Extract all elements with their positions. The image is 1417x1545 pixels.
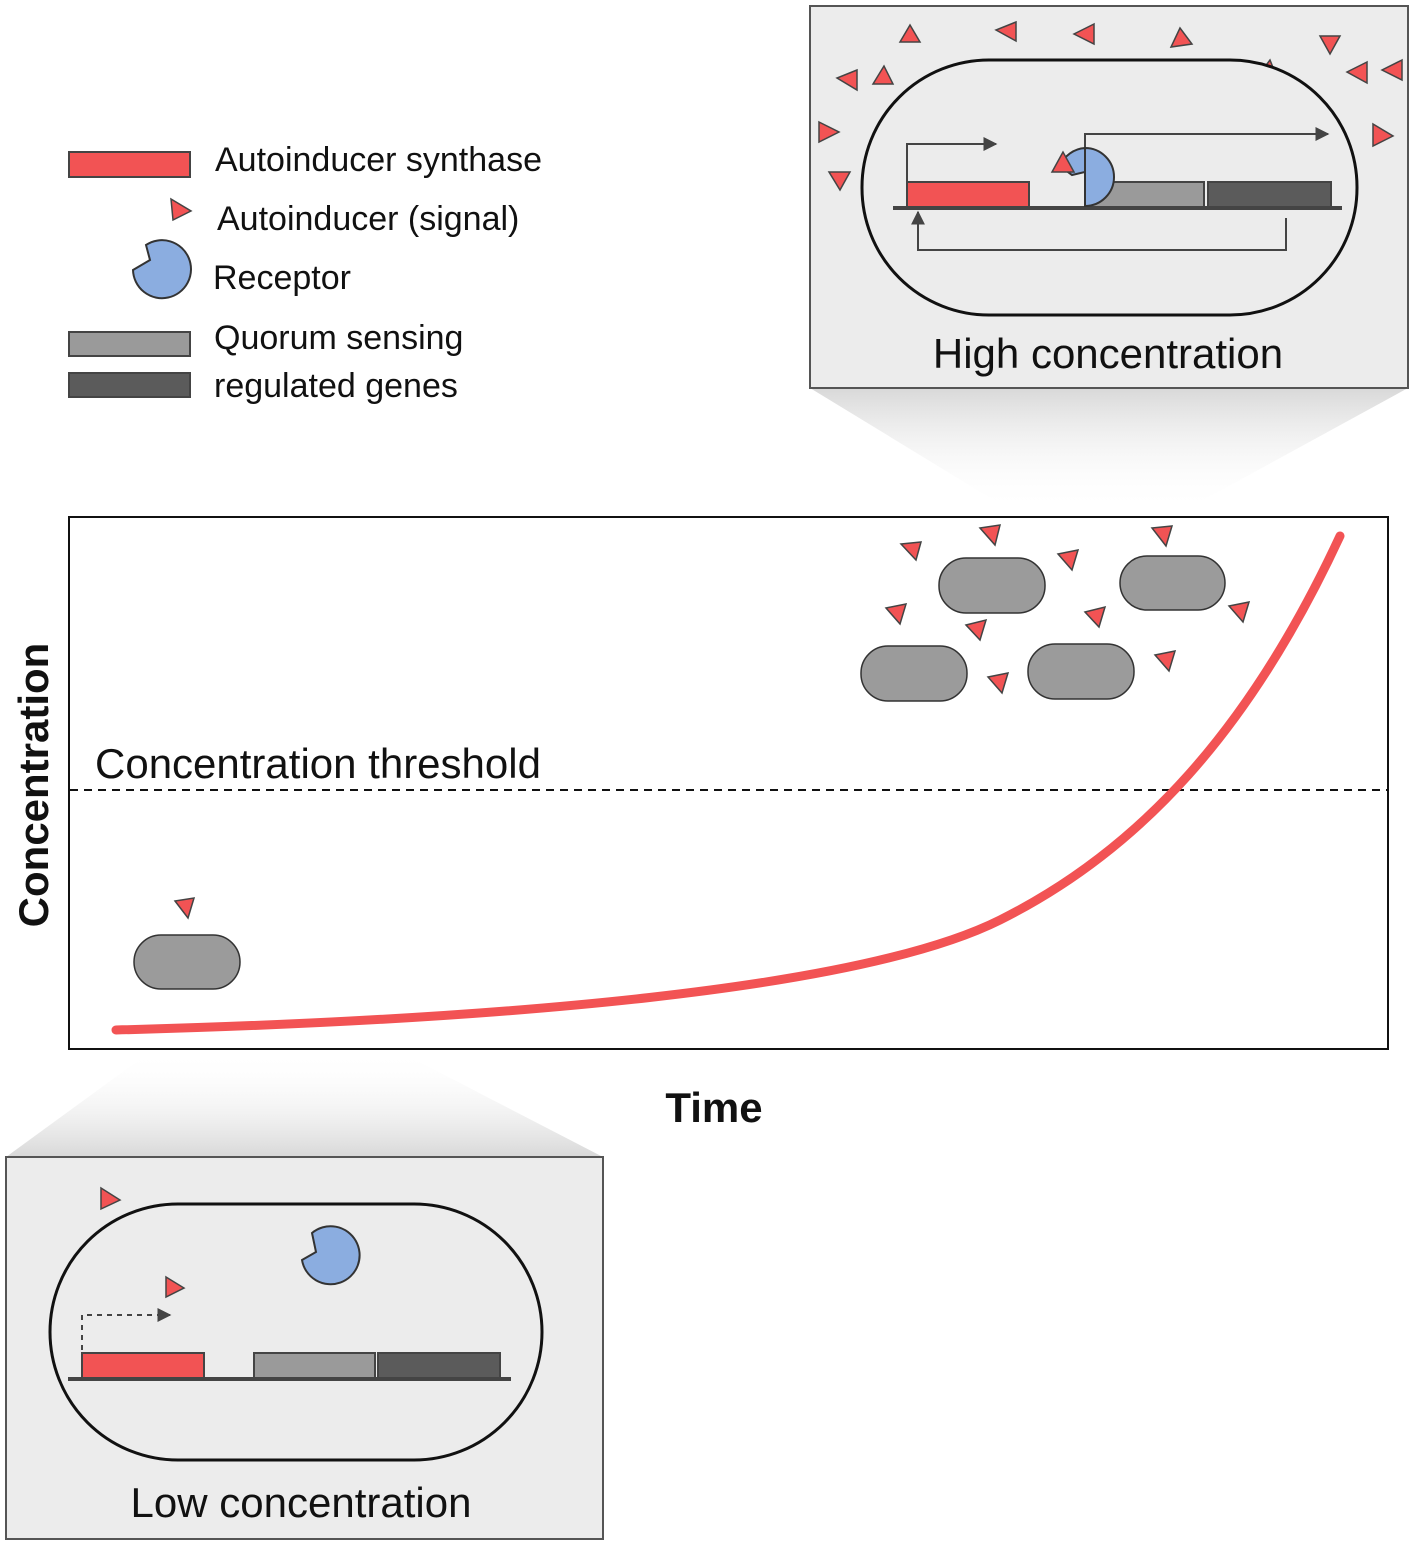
- low-panel-qs-gene-light: [253, 1352, 376, 1379]
- high-panel-qs-promoter-arrow: [1084, 127, 1330, 148]
- high-density-cells: [860, 555, 1226, 702]
- bacterium-cell: [133, 934, 241, 990]
- low-panel-receptor-icon: [300, 1225, 361, 1286]
- legend-receptor-label: Receptor: [213, 259, 351, 297]
- autoinducer-icon: [827, 171, 852, 192]
- autoinducer-icon: [100, 1186, 122, 1211]
- legend-qs-label-line2: regulated genes: [214, 367, 458, 405]
- autoinducer-icon: [1056, 549, 1080, 572]
- autoinducer-icon: [1345, 60, 1368, 85]
- concentration-plot: Concentration threshold Concentration Ti…: [10, 516, 1389, 1131]
- concentration-curve: [111, 531, 1345, 1035]
- autoinducer-icon: [1380, 58, 1403, 82]
- autoinducer-icon: [1372, 122, 1395, 148]
- low-panel-weak-promoter-arrow: [81, 1308, 172, 1350]
- bacterium-cell: [860, 645, 968, 702]
- low-panel-zoom-fade: [6, 1052, 603, 1157]
- autoinducer-icon: [986, 672, 1010, 695]
- x-axis-label: Time: [665, 1084, 762, 1131]
- high-panel-synthase-gene: [906, 181, 1030, 208]
- high-panel-receptor-icon: [1084, 146, 1115, 208]
- high-panel-synthase-promoter-arrow: [906, 137, 998, 182]
- y-axis-label: Concentration: [10, 643, 57, 928]
- autoinducer-icon: [1169, 26, 1194, 48]
- legend: Autoinducer synthase Autoinducer (signal…: [68, 141, 542, 405]
- autoinducer-icon: [964, 618, 988, 642]
- low-panel-title: Low concentration: [131, 1479, 472, 1526]
- autoinducer-icon: [994, 20, 1017, 43]
- autoinducer-icon: [818, 120, 841, 144]
- threshold-label: Concentration threshold: [95, 740, 541, 787]
- autoinducer-icon: [835, 68, 858, 92]
- high-panel-bound-autoinducer-icon: [1050, 150, 1076, 173]
- high-panel-qs-gene-dark: [1207, 181, 1332, 208]
- autoinducer-icon: [899, 541, 923, 562]
- high-panel-title: High concentration: [933, 330, 1283, 377]
- autoinducer-icon: [165, 1275, 186, 1299]
- autoinducer-icon: [898, 23, 922, 43]
- autoinducer-icon: [871, 64, 895, 85]
- legend-qs-light-swatch: [68, 331, 191, 357]
- low-panel-cell-outline: [48, 1202, 544, 1462]
- legend-synthase-swatch: [68, 151, 191, 178]
- bacterium-cell: [1119, 555, 1226, 611]
- autoinducer-icon: [884, 603, 908, 626]
- autoinducer-icon: [1083, 605, 1107, 629]
- bacterium-cell: [938, 557, 1046, 614]
- autoinducer-icon: [1150, 525, 1174, 548]
- legend-autoinducer-icon: [170, 197, 193, 222]
- autoinducer-icon: [1227, 601, 1251, 624]
- autoinducer-icon: [1318, 35, 1342, 56]
- autoinducer-icon: [1072, 22, 1095, 46]
- legend-qs-dark-swatch: [68, 372, 191, 398]
- low-concentration-panel: Low concentration: [5, 1052, 604, 1540]
- high-density-autoinducers: [884, 524, 1251, 695]
- high-concentration-panel: High concentration: [809, 5, 1409, 510]
- autoinducer-icon: [978, 524, 1002, 547]
- legend-autoinducer-label: Autoinducer (signal): [217, 200, 519, 238]
- autoinducer-icon: [173, 897, 196, 920]
- legend-receptor-icon: [131, 239, 192, 300]
- high-panel-feedback-arrow: [911, 210, 1287, 251]
- low-panel-synthase-gene: [81, 1352, 205, 1379]
- bacterium-cell: [1027, 643, 1135, 700]
- legend-qs-label-line1: Quorum sensing: [214, 319, 463, 357]
- legend-synthase-label: Autoinducer synthase: [215, 141, 542, 179]
- high-panel-zoom-fade: [810, 388, 1408, 510]
- low-panel-qs-gene-dark: [377, 1352, 501, 1379]
- autoinducer-icon: [1153, 650, 1177, 673]
